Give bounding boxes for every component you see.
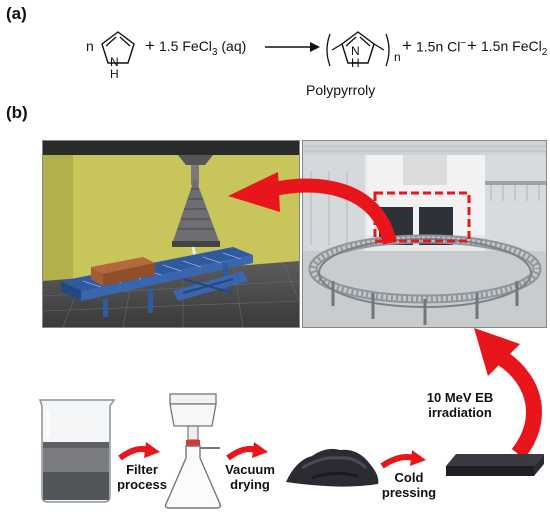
- pressed-sheet-icon: [446, 454, 544, 476]
- panel-a-label: (a): [6, 4, 27, 23]
- filter-process-label: Filter process: [117, 462, 167, 492]
- polymer-name: Polypyrroly: [306, 82, 376, 98]
- beaker-solution-icon: [38, 399, 116, 503]
- conveyor-render-image: [42, 140, 300, 328]
- polypyrrole-structure: [326, 31, 390, 67]
- reaction-arrow: [265, 42, 320, 52]
- panel-b-label: (b): [6, 103, 28, 122]
- reagent-ferric-chloride: 1.5 FeCl3 (aq): [159, 38, 247, 58]
- red-curved-arrow-top: [228, 172, 397, 245]
- product-chloride: 1.5n Cl−: [416, 38, 467, 55]
- polymer-nh-label: N H: [351, 44, 360, 70]
- plus-sign-1: +: [145, 36, 155, 55]
- monomer-coefficient: n: [86, 38, 94, 54]
- irradiation-facility-photo: [302, 140, 547, 328]
- vacuum-drying-label: Vacuum drying: [225, 462, 275, 492]
- step-arrow-1: [118, 442, 160, 461]
- product-ferrous-chloride: 1.5n FeCl2: [481, 38, 548, 58]
- red-curved-arrow-right: [474, 328, 542, 460]
- pyrrole-structure: [101, 31, 135, 64]
- cold-pressing-label: Cold pressing: [381, 470, 437, 500]
- step-arrow-2: [226, 442, 268, 461]
- eb-irradiation-label: 10 MeV EB irradiation: [426, 390, 494, 420]
- plus-sign-3: +: [467, 36, 477, 55]
- polypyrrole-powder-icon: [286, 448, 379, 487]
- polymer-repeat-n: n: [394, 50, 401, 64]
- vacuum-filter-flask-icon: [164, 393, 222, 509]
- monomer-nh-label: N H: [110, 55, 119, 81]
- plus-sign-2: +: [402, 36, 412, 55]
- step-arrow-3: [380, 450, 426, 469]
